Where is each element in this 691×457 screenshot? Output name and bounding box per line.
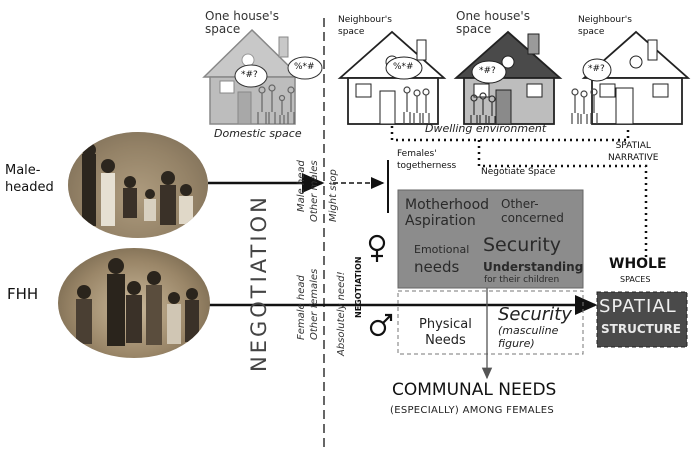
label-other-females: Other females: [309, 268, 320, 340]
label-negotiation-big: NEGOTIATION: [247, 194, 271, 372]
label-physical-needs: Physical Needs: [419, 317, 472, 348]
label-females-togetherness: Females' togetherness: [397, 149, 457, 171]
label-one-house-space-1: One house's space: [205, 9, 279, 36]
label-spatial-narrative: SPATIAL NARRATIVE: [608, 141, 659, 163]
label-communal-needs: COMMUNAL NEEDS: [392, 380, 557, 400]
house-neighbour-left: [337, 30, 447, 125]
label-negotiation-small: NEGOTIATION: [354, 256, 363, 318]
label-neighbours-space-1: Neighbour's space: [338, 15, 392, 37]
label-other-males: Other males: [309, 160, 320, 222]
label-masculine-figure: (masculine figure): [498, 324, 559, 350]
label-dwelling-environment: Dwelling environment: [425, 122, 547, 135]
label-especially-among-females: (ESPECIALLY) AMONG FEMALES: [390, 405, 555, 416]
label-might-stop: Might stop: [328, 169, 339, 222]
label-structure: STRUCTURE: [601, 322, 681, 336]
label-other-concerned: Other- concerned: [501, 197, 564, 225]
label-for-children: for their children: [484, 275, 560, 285]
label-absolutely-need: Absolutely need!: [336, 271, 347, 356]
bubble-text-2: %*#: [294, 62, 315, 72]
label-male-headed: Male- headed: [5, 163, 54, 195]
spatial-structure-box: [596, 291, 688, 348]
needs-box: [397, 189, 584, 289]
label-fhh: FHH: [7, 285, 39, 303]
label-understanding: Understanding: [483, 260, 584, 274]
label-male-head: Male head: [296, 160, 307, 212]
label-emotional: Emotional: [414, 243, 470, 256]
lower-needs-box: [397, 290, 584, 355]
label-negotiate-space: Negotiate Space: [481, 167, 556, 177]
bubble-text-4: *#?: [479, 66, 496, 76]
label-one-house-space-2: One house's space: [456, 9, 530, 36]
dwelling-bracket: [390, 126, 630, 142]
spatial-narrative-path: [477, 140, 648, 260]
label-whole: WHOLE: [609, 256, 667, 272]
house-one-right: [453, 30, 563, 125]
bubble-text-5: *#?: [588, 64, 605, 74]
label-security-emotional: Security: [483, 234, 562, 256]
label-female-head: Female head: [296, 275, 307, 340]
male-symbol-icon: [369, 313, 393, 337]
male-headed-family-photo: [68, 132, 208, 238]
label-security-masculine: Security: [498, 304, 572, 325]
bubble-text-3: %*#: [393, 62, 414, 72]
label-spaces: SPACES: [620, 275, 651, 284]
fhh-family-photo: [58, 248, 210, 358]
bubble-text-1: *#?: [241, 70, 258, 80]
female-symbol-icon: [368, 234, 386, 262]
label-motherhood-aspiration: Motherhood Aspiration: [405, 197, 490, 229]
house-one-left: [202, 28, 323, 125]
label-domestic-space: Domestic space: [214, 127, 302, 140]
label-spatial: SPATIAL: [599, 296, 677, 317]
label-neighbours-space-2: Neighbour's space: [578, 15, 632, 37]
label-needs: needs: [414, 258, 460, 276]
house-neighbour-right: [571, 30, 691, 125]
